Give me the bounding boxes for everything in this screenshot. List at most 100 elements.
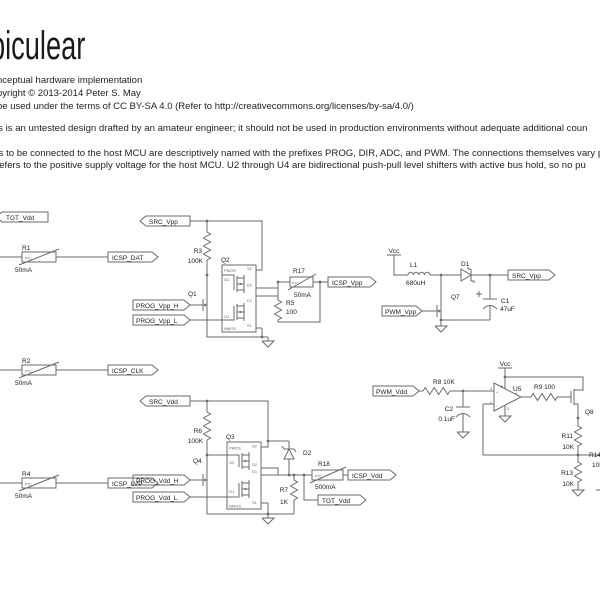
- hlabel-src-vpp-right: SRC_Vpp: [507, 269, 556, 281]
- minus-input: -: [496, 403, 498, 408]
- value: 680uH: [406, 280, 425, 287]
- hlabel-prog-vdd-h: PROG_Vdd_H: [132, 474, 191, 486]
- ref: Q8: [585, 409, 594, 416]
- ref: R17: [293, 268, 305, 275]
- hlabel-text: ICSP_Vdd: [352, 473, 383, 480]
- hlabel-prog-vdd-l: PROG_Vdd_L: [132, 491, 191, 503]
- vcc-flag-boost: Vcc: [387, 248, 401, 256]
- zener-d2: D2: [281, 441, 312, 460]
- nmos-text: NMOS: [229, 504, 241, 509]
- value: 0.1uF: [438, 416, 455, 423]
- vcc-text: Vcc: [500, 361, 512, 368]
- ref: R14: [589, 452, 600, 459]
- ref: R2: [22, 358, 31, 365]
- subtitle-line: nceptual hardware implementation: [0, 75, 143, 86]
- value: 100K: [188, 258, 204, 265]
- gnd-icon: [571, 488, 586, 497]
- ref: R4: [22, 471, 31, 478]
- value: 100K: [188, 438, 204, 445]
- ptc-text: PTC: [25, 483, 32, 487]
- value: 500mA: [315, 484, 336, 491]
- wires: [0, 219, 600, 525]
- pmos-text: PMOS: [229, 446, 241, 451]
- hlabel-tgt-vdd-top: TGT_Vdd: [0, 211, 49, 223]
- polyfuse-r17: PTC R17 50mA: [287, 268, 317, 299]
- value: 100: [286, 309, 297, 316]
- transistor-q4: Q4: [193, 458, 208, 488]
- ref: L1: [410, 262, 418, 269]
- value: 1K: [280, 499, 289, 506]
- inductor-l1: L1 680uH: [406, 262, 431, 287]
- ref: R11: [562, 433, 574, 440]
- page-title: piculear: [0, 24, 86, 68]
- pin-s2: S2: [252, 444, 258, 449]
- value: 50mA: [294, 292, 312, 299]
- resistor-r11: R11 10K: [562, 418, 583, 455]
- ref: Q4: [193, 458, 202, 465]
- pin-d1: D1: [252, 469, 258, 474]
- ptc-text: PTC: [25, 370, 32, 374]
- opamp-u5: U5 3 1 5 2 4 + -: [490, 382, 523, 412]
- transistor-q7: Q7: [436, 294, 460, 317]
- pin-s2: S2: [247, 266, 253, 271]
- ref: R13: [561, 470, 573, 477]
- pin-g1: G1: [229, 489, 235, 494]
- pin-s1: S1: [247, 323, 253, 328]
- nmos-text: NMOS: [224, 326, 236, 331]
- ref: R5: [286, 300, 295, 307]
- hlabel-text: SRC_Vpp: [149, 219, 178, 226]
- gnd-icon: [456, 431, 471, 439]
- resistor-r8: R8 10K: [422, 379, 455, 396]
- hlabel-icsp-vdd: ICSP_Vdd: [347, 469, 397, 481]
- vcc-flag-opamp: Vcc: [498, 361, 512, 369]
- ptc-text: PTC: [25, 257, 32, 261]
- capacitor-c2: C2 0.1uF: [438, 406, 471, 432]
- ref: Q3: [226, 434, 235, 441]
- ref: R7: [280, 487, 289, 494]
- ref: C1: [501, 298, 510, 305]
- value: 10K: [562, 481, 574, 488]
- hlabel-text: PROG_Vdd_L: [136, 495, 178, 502]
- label: R8 10K: [433, 379, 455, 386]
- hlabel-src-vdd: SRC_Vdd: [139, 395, 191, 407]
- hlabel-pwm-vpp: PWM_Vpp: [381, 305, 423, 317]
- pin-s1: S1: [252, 500, 258, 505]
- level-shifter-q3: Q3 PMOS NMOS S2 D2 D1 S1 G2 G1: [226, 434, 262, 510]
- hlabel-tgt-vdd-bottom: TGT_Vdd: [317, 494, 367, 506]
- value: 47uF: [500, 306, 515, 313]
- pin-g1: G1: [224, 314, 230, 319]
- ref: Q1: [188, 291, 197, 298]
- note-line: refers to the positive supply voltage fo…: [0, 159, 586, 171]
- hierarchical-labels: TGT_Vdd ICSP_DAT ICSP_CLK ICSP_LVP SRC_V…: [0, 211, 556, 506]
- value: 50mA: [15, 493, 33, 500]
- polyfuse-r1: PTC R1 50mA: [15, 245, 60, 274]
- hlabel-text: ICSP_DAT: [112, 255, 143, 262]
- resistor-r3: R3 100K: [188, 221, 212, 265]
- hlabel-text: TGT_Vdd: [322, 498, 351, 505]
- gnd-icon: [434, 325, 449, 333]
- diode-d1: D1: [460, 261, 475, 283]
- note-line: ts to be connected to the host MCU are d…: [0, 147, 600, 159]
- hlabel-src-vpp-left: SRC_Vpp: [139, 215, 191, 227]
- ref: U5: [513, 386, 522, 393]
- pin-2: 2: [507, 406, 510, 411]
- ref: R18: [318, 461, 330, 468]
- license-line: be used under the terms of CC BY-SA 4.0 …: [0, 101, 414, 112]
- hlabel-text: PROG_Vpp_L: [136, 318, 178, 325]
- ref: R1: [22, 245, 31, 252]
- hlabel-icsp-vpp: ICSP_Vpp: [327, 276, 377, 288]
- hlabel-text: ICSP_Vpp: [332, 280, 363, 287]
- resistor-r13: R13 10K: [561, 455, 583, 488]
- ref: D1: [461, 261, 470, 268]
- note-line: is is an untested design drafted by an a…: [0, 123, 588, 134]
- hlabel-text: ICSP_CLK: [112, 368, 144, 375]
- label: R9 100: [534, 384, 555, 391]
- value: 10K: [592, 462, 600, 469]
- pin-3: 3: [490, 386, 493, 391]
- resistor-r6: R6 100K: [188, 401, 212, 445]
- polyfuse-r4: PTC R4 50mA: [15, 471, 60, 500]
- pin-g2: G2: [224, 277, 230, 282]
- ptc-text: PTC: [292, 282, 299, 286]
- pin-d2: D2: [247, 283, 253, 288]
- pin-5: 5: [501, 384, 504, 389]
